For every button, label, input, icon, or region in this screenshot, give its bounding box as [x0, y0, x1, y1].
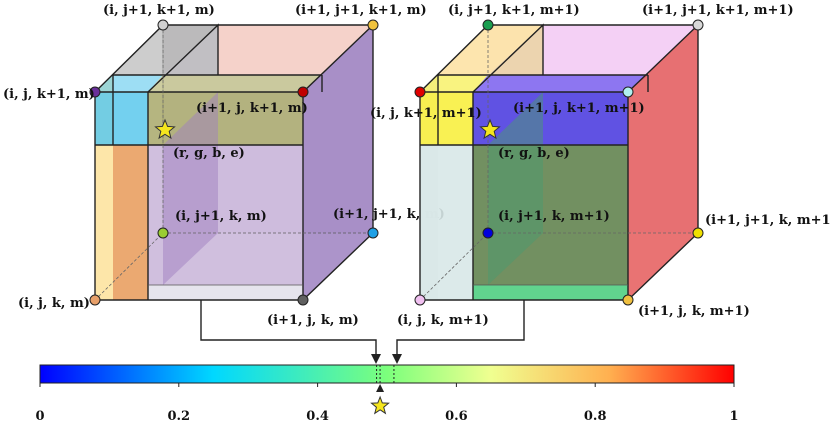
colorbar-tick-label: 0.4	[306, 409, 329, 424]
right-label-bottom-back-right: (i+1, j+1, k, m+1)	[705, 213, 830, 228]
left-label-top-back-left: (i, j+1, k+1, m)	[103, 3, 215, 18]
right-label-bottom-front-right: (i+1, j, k, m+1)	[638, 304, 750, 319]
colorbar-tick-label: 0.8	[584, 409, 607, 424]
left-olive-top	[148, 75, 322, 92]
left-vertex-top-front-left	[89, 86, 101, 98]
right-bottom-strip	[473, 285, 628, 300]
left-label-top-front-right: (i+1, j, k+1, m)	[196, 101, 308, 116]
colorbar: 0 0.2 0.4 0.6 0.8 1	[35, 364, 739, 424]
left-label-bottom-front-right: (i+1, j, k, m)	[267, 313, 359, 328]
left-label-bottom-back-left: (i, j+1, k, m)	[175, 209, 267, 224]
right-yellow-block	[420, 92, 473, 145]
left-label-center: (r, g, b, e)	[173, 146, 245, 161]
right-vertex-top-back-right	[692, 19, 704, 31]
right-label-top-back-right: (i+1, j+1, k+1, m+1)	[642, 3, 794, 18]
colorbar-marker-triangle	[376, 384, 385, 392]
colorbar-tick-label: 0.6	[445, 409, 468, 424]
left-arrow-head	[371, 354, 381, 364]
right-blue-top	[473, 75, 648, 92]
colorbar-ticks: 0 0.2 0.4 0.6 0.8 1	[35, 383, 739, 424]
right-vertex-bottom-front-left	[414, 294, 426, 306]
left-vertex-bottom-front-left	[89, 294, 101, 306]
right-star-icon	[479, 118, 501, 140]
colorbar-tick-label: 0	[35, 409, 44, 424]
right-yellow-top	[420, 75, 488, 92]
left-label-top-front-left: (i, j, k+1, m)	[3, 87, 95, 102]
left-inner-pane	[163, 92, 218, 285]
colorbar-brackets	[376, 365, 395, 383]
left-side-orange	[113, 145, 148, 300]
left-bottom-strip	[148, 285, 303, 300]
right-cube: (i, j+1, k+1, m+1) (i+1, j+1, k+1, m+1) …	[370, 3, 830, 328]
left-cube: (i, j+1, k+1, m) (i+1, j+1, k+1, m) (i, …	[3, 3, 445, 328]
left-label-bottom-front-left: (i, j, k, m)	[18, 296, 90, 311]
right-top-yellow-back	[438, 25, 543, 75]
left-top-grey-left	[113, 25, 218, 75]
right-label-top-front-left: (i, j, k+1, m+1)	[370, 106, 482, 121]
left-vertex-bottom-back-right	[367, 227, 379, 239]
colorbar-tick-label: 1	[729, 409, 738, 424]
left-vertex-top-front-right	[297, 86, 309, 98]
right-right-face	[628, 25, 698, 300]
left-vertex-bottom-front-right	[297, 294, 309, 306]
right-vertex-top-back-left	[482, 19, 494, 31]
colorbar-gradient	[39, 364, 735, 384]
left-vertex-top-back-left	[157, 19, 169, 31]
left-blue-top	[95, 75, 163, 92]
colorbar-star-icon	[370, 395, 390, 415]
right-vertex-top-front-left	[414, 86, 426, 98]
left-vertex-bottom-back-left	[157, 227, 169, 239]
left-star-icon	[154, 118, 176, 140]
left-label-top-back-right: (i+1, j+1, k+1, m)	[295, 3, 427, 18]
right-label-bottom-back-left: (i, j+1, k, m+1)	[498, 209, 610, 224]
left-blue-block	[95, 92, 148, 145]
right-label-bottom-front-left: (i, j, k, m+1)	[397, 313, 489, 328]
right-vertex-bottom-back-left	[482, 227, 494, 239]
right-label-center: (r, g, b, e)	[498, 146, 570, 161]
left-label-bottom-back-right: (i+1, j+1, k, m)	[333, 207, 445, 222]
right-label-top-back-left: (i, j+1, k+1, m+1)	[448, 3, 580, 18]
colorbar-tick-label: 0.2	[167, 409, 190, 424]
colorbar-marker	[370, 384, 390, 415]
right-vertex-bottom-back-right	[692, 227, 704, 239]
right-inner-pane	[488, 92, 543, 285]
left-side-yellow	[95, 145, 113, 300]
right-arrow-head	[392, 354, 402, 364]
left-right-face	[303, 25, 373, 300]
connector-arrows	[200, 300, 525, 357]
right-vertex-top-front-right	[622, 86, 634, 98]
left-vertex-top-back-right	[367, 19, 379, 31]
right-label-top-front-right: (i+1, j, k+1, m+1)	[513, 101, 645, 116]
right-vertex-bottom-front-right	[622, 294, 634, 306]
right-side-teal	[420, 145, 473, 300]
